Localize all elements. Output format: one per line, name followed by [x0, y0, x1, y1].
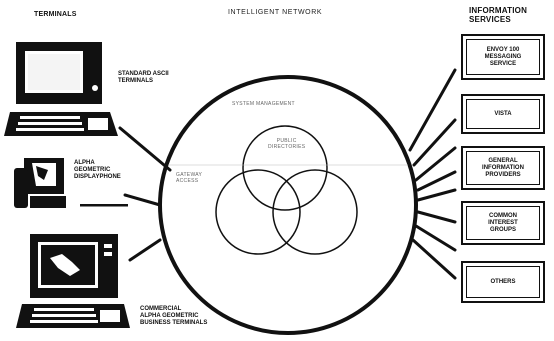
- service-others: OTHERS: [461, 261, 545, 303]
- ascii-terminal-label: STANDARD ASCII TERMINALS: [118, 71, 169, 85]
- left-connectors: [120, 128, 170, 260]
- public-directories-label: PUBLIC DIRECTORIES: [268, 138, 305, 150]
- displayphone-label: ALPHA GEOMETRIC DISPLAYPHONE: [74, 160, 121, 181]
- system-management-label: SYSTEM MANAGEMENT: [232, 101, 295, 107]
- venn-right-circle: [273, 170, 357, 254]
- terminals-heading: TERMINALS: [34, 11, 77, 18]
- venn-left-circle: [216, 170, 300, 254]
- services-heading-line2: SERVICES: [469, 15, 511, 24]
- right-connectors: [410, 70, 455, 278]
- ascii-terminal-icon: [4, 42, 118, 136]
- business-terminal-label: COMMERCIAL ALPHA GEOMETRIC BUSINESS TERM…: [140, 306, 207, 327]
- service-common-interest: COMMON INTEREST GROUPS: [461, 201, 545, 245]
- services-heading-line1: INFORMATION: [469, 6, 527, 15]
- service-vista: VISTA: [461, 94, 545, 134]
- service-general-info: GENERAL INFORMATION PROVIDERS: [461, 146, 545, 190]
- network-heading: INTELLIGENT NETWORK: [228, 9, 322, 16]
- gateway-access-label: GATEWAY ACCESS: [176, 172, 202, 184]
- service-envoy: ENVOY 100 MESSAGING SERVICE: [461, 34, 545, 80]
- network-circle: [160, 77, 416, 333]
- business-terminal-icon: [16, 234, 130, 328]
